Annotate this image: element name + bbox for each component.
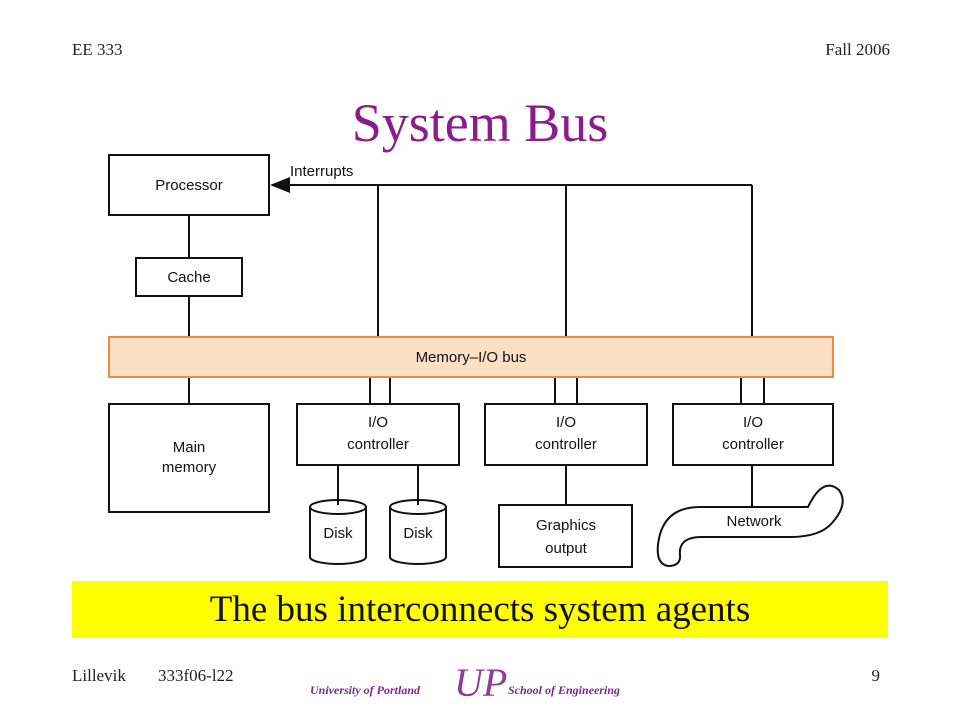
network-cable-icon	[656, 484, 844, 568]
term-label: Fall 2006	[825, 40, 890, 59]
course-label: EE 333	[72, 40, 123, 59]
io-controller-1-label-2: controller	[347, 436, 409, 453]
io-controller-box-2	[484, 403, 648, 466]
up-monogram: UP	[454, 660, 507, 705]
footer-author: Lillevik	[72, 666, 126, 685]
memory-io-bus	[108, 336, 834, 378]
io-controller-3-label-1: I/O	[743, 414, 763, 431]
io-controller-2-label-1: I/O	[556, 414, 576, 431]
io-controller-box-3	[672, 403, 834, 466]
graphics-label-2: output	[545, 540, 588, 557]
cache-label: Cache	[167, 269, 210, 286]
main-memory-label-2: memory	[162, 459, 217, 476]
processor-label: Processor	[155, 177, 223, 194]
cache-box	[135, 257, 243, 297]
io-controller-2-label-2: controller	[535, 436, 597, 453]
bus-label: Memory–I/O bus	[416, 349, 527, 366]
disk-2-label: Disk	[403, 525, 433, 542]
university-name: University of Portland	[310, 683, 421, 697]
disk-icon	[389, 499, 447, 565]
io-controller-1-label-1: I/O	[368, 414, 388, 431]
network-label: Network	[726, 513, 782, 530]
io-controller-box-1	[296, 403, 460, 466]
disk-1-label: Disk	[323, 525, 353, 542]
footer-doc-id: 333f06-l22	[158, 666, 234, 685]
main-memory-box	[108, 403, 270, 513]
disk-icon	[309, 499, 367, 565]
caption-banner: The bus interconnects system agents	[72, 581, 888, 638]
main-memory-label-1: Main	[173, 439, 206, 456]
graphics-output-box	[498, 504, 633, 568]
slide-title: System Bus	[351, 93, 609, 153]
processor-box	[108, 154, 270, 216]
university-logo: University of Portland UP School of Engi…	[310, 660, 620, 705]
interrupts-label: Interrupts	[290, 163, 353, 180]
page-number: 9	[871, 666, 881, 685]
io-controller-3-label-2: controller	[722, 436, 784, 453]
graphics-label-1: Graphics	[536, 517, 596, 534]
school-name: School of Engineering	[508, 683, 620, 697]
